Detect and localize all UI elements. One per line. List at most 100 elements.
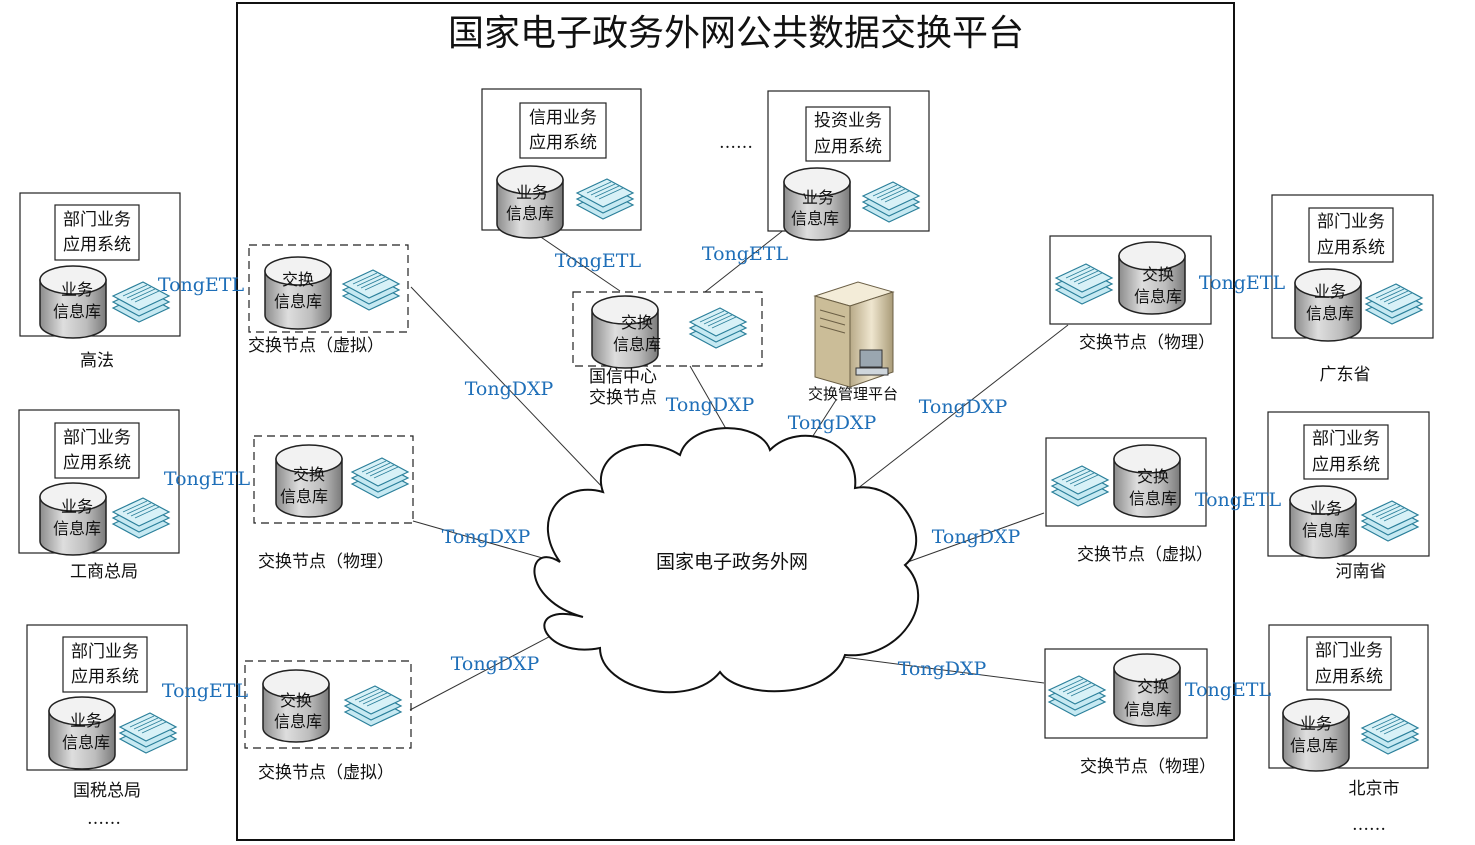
dept-box-gaofa: 部门业务 应用系统 业务 信息库 xyxy=(19,192,181,339)
app-system-line2: 应用系统 xyxy=(814,137,882,157)
database-icon xyxy=(496,165,564,239)
app-system-line1: 部门业务 xyxy=(63,210,131,230)
exchange-node-right-1: 交换 信息库 xyxy=(1049,235,1212,325)
biz-db-line1: 业务 xyxy=(70,711,102,730)
biz-db-line2: 信息库 xyxy=(1290,736,1338,755)
node-caption: 交换节点（虚拟） xyxy=(258,763,394,783)
biz-db-line1: 业务 xyxy=(61,280,93,299)
dept-box-gongshang: 部门业务 应用系统 业务 信息库 xyxy=(18,409,180,556)
ellipsis-right: …… xyxy=(1352,815,1386,835)
platform-frame xyxy=(236,2,1235,841)
dxp-label-center: TongDXP xyxy=(666,394,755,416)
cloud-label: 国家电子政务外网 xyxy=(656,551,808,573)
exch-db-line2: 信息库 xyxy=(1134,287,1182,306)
app-system-line1: 部门业务 xyxy=(63,428,131,448)
dxp-label-left-2: TongDXP xyxy=(442,526,531,548)
dept-box-henan: 部门业务 应用系统 业务 信息库 xyxy=(1267,411,1430,559)
exchange-node-right-3: 交换 信息库 xyxy=(1044,648,1208,739)
biz-db-line2: 信息库 xyxy=(53,519,101,538)
etl-label-guoshui: TongETL xyxy=(162,680,249,702)
dxp-label-mgmt: TongDXP xyxy=(788,412,877,434)
exch-db-line2: 信息库 xyxy=(274,712,322,731)
etl-label-gaofa: TongETL xyxy=(158,274,245,296)
dxp-label-right-2: TongDXP xyxy=(932,526,1021,548)
exch-db-line2: 信息库 xyxy=(1124,700,1172,719)
dept-box-guoshui: 部门业务 应用系统 业务 信息库 xyxy=(26,624,188,771)
node-caption: 交换节点（虚拟） xyxy=(248,336,384,356)
exch-db-line1: 交换 xyxy=(1137,467,1169,486)
dxp-label-right-3: TongDXP xyxy=(898,658,987,680)
node-caption: 交换节点（物理） xyxy=(258,552,394,572)
etl-label-investment: TongETL xyxy=(702,243,789,265)
etl-label-beijing: TongETL xyxy=(1185,679,1272,701)
app-system-line2: 应用系统 xyxy=(1317,238,1385,258)
exch-db-line1: 交换 xyxy=(282,270,314,289)
app-system-line1: 部门业务 xyxy=(1312,429,1380,449)
app-system-line2: 应用系统 xyxy=(71,667,139,687)
etl-label-gongshang: TongETL xyxy=(164,468,251,490)
biz-db-line1: 业务 xyxy=(61,497,93,516)
biz-db-line1: 业务 xyxy=(1314,282,1346,301)
mgmt-label: 交换管理平台 xyxy=(808,385,898,403)
app-system-box xyxy=(805,106,891,162)
biz-db-line2: 信息库 xyxy=(62,733,110,752)
dxp-label-right-1: TongDXP xyxy=(919,396,1008,418)
biz-db-line2: 信息库 xyxy=(506,204,554,223)
dept-box-beijing: 部门业务 应用系统 业务 信息库 xyxy=(1268,624,1429,772)
app-system-line2: 应用系统 xyxy=(529,133,597,153)
dept-box-guangdong: 部门业务 应用系统 业务 信息库 xyxy=(1271,194,1434,342)
app-system-line1: 投资业务 xyxy=(814,111,882,131)
dept-name-henan: 河南省 xyxy=(1336,562,1387,582)
exch-db-line2: 信息库 xyxy=(613,335,661,354)
node-caption: 交换节点（物理） xyxy=(1080,757,1216,777)
exch-db-line2: 信息库 xyxy=(274,292,322,311)
etl-label-guangdong: TongETL xyxy=(1199,272,1286,294)
exchange-node-center: 交换 信息库 xyxy=(572,291,763,369)
exchange-node-left-2: 交换 信息库 xyxy=(253,435,414,524)
diagram-title: 国家电子政务外网公共数据交换平台 xyxy=(448,13,1024,54)
dxp-label-left-1: TongDXP xyxy=(465,378,554,400)
app-system-box xyxy=(62,636,148,693)
exch-db-line1: 交换 xyxy=(1142,265,1174,284)
documents-icon xyxy=(351,457,409,499)
biz-db-line1: 业务 xyxy=(1300,714,1332,733)
biz-db-line2: 信息库 xyxy=(1302,521,1350,540)
biz-db-line2: 信息库 xyxy=(1306,304,1354,323)
dept-name-guoshui: 国税总局 xyxy=(73,781,141,801)
dept-name-gongshang: 工商总局 xyxy=(70,562,138,582)
exchange-node-left-3: 交换 信息库 xyxy=(244,660,412,749)
biz-db-line1: 业务 xyxy=(802,188,834,207)
server-icon xyxy=(813,281,895,388)
top-system-credit: 信用业务 应用系统 业务 信息库 xyxy=(481,88,642,239)
exch-db-line1: 交换 xyxy=(293,465,325,484)
top-system-investment: 投资业务 应用系统 业务 信息库 xyxy=(767,90,930,241)
app-system-box xyxy=(1308,207,1394,263)
exchange-node-right-2: 交换 信息库 xyxy=(1045,437,1207,527)
app-system-line1: 信用业务 xyxy=(529,108,597,128)
etl-label-henan: TongETL xyxy=(1195,489,1282,511)
dxp-label-left-3: TongDXP xyxy=(451,653,540,675)
exch-db-line1: 交换 xyxy=(280,691,312,710)
app-system-line1: 部门业务 xyxy=(1315,641,1383,661)
documents-icon xyxy=(689,307,747,349)
biz-db-line2: 信息库 xyxy=(791,209,839,228)
app-system-box xyxy=(519,102,607,159)
app-system-line2: 应用系统 xyxy=(63,453,131,473)
exch-db-line2: 信息库 xyxy=(1129,489,1177,508)
exchange-node-left-1: 交换 信息库 xyxy=(248,244,409,333)
network-cloud xyxy=(533,427,920,694)
center-caption-line1: 国信中心 xyxy=(589,367,657,387)
documents-icon xyxy=(344,685,402,727)
app-system-line1: 部门业务 xyxy=(1317,212,1385,232)
etl-label-credit: TongETL xyxy=(555,250,642,272)
app-system-line2: 应用系统 xyxy=(1315,667,1383,687)
dept-name-beijing: 北京市 xyxy=(1349,779,1400,799)
biz-db-line1: 业务 xyxy=(1310,499,1342,518)
exch-db-line2: 信息库 xyxy=(280,487,328,506)
app-system-box xyxy=(1306,636,1392,691)
app-system-line1: 部门业务 xyxy=(71,642,139,662)
biz-db-line1: 业务 xyxy=(516,183,548,202)
exch-db-line1: 交换 xyxy=(1137,677,1169,696)
ellipsis-top: …… xyxy=(719,133,753,153)
app-system-box xyxy=(1303,424,1389,480)
